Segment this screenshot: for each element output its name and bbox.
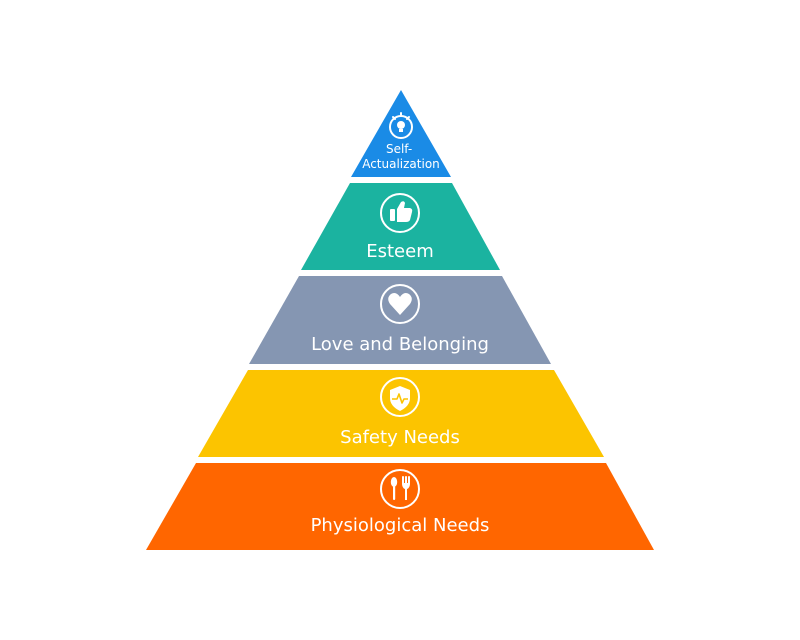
level-band-self-actualization: [351, 90, 451, 177]
level-self-actualization: Self- Actualization: [351, 90, 451, 177]
level-love-and-belonging: Love and Belonging: [249, 276, 551, 364]
fork-spoon-icon: [380, 469, 420, 509]
level-label-love-and-belonging: Love and Belonging: [311, 334, 489, 355]
level-band-safety-needs: [198, 370, 604, 457]
level-band-physiological-needs: [146, 463, 654, 550]
level-label-physiological-needs: Physiological Needs: [311, 515, 490, 536]
level-physiological-needs: Physiological Needs: [146, 463, 654, 550]
level-safety-needs: Safety Needs: [198, 370, 604, 457]
shield-icon: [380, 377, 420, 417]
level-band-esteem: [301, 183, 500, 270]
level-band-love-and-belonging: [249, 276, 551, 364]
thumbs-up-icon: [380, 193, 420, 233]
level-label-esteem: Esteem: [366, 241, 434, 262]
heart-icon: [380, 284, 420, 324]
level-label-safety-needs: Safety Needs: [340, 427, 460, 448]
level-esteem: Esteem: [301, 183, 500, 270]
lightbulb-icon: [389, 112, 413, 139]
level-label-self-actualization: Self- Actualization: [362, 142, 440, 171]
